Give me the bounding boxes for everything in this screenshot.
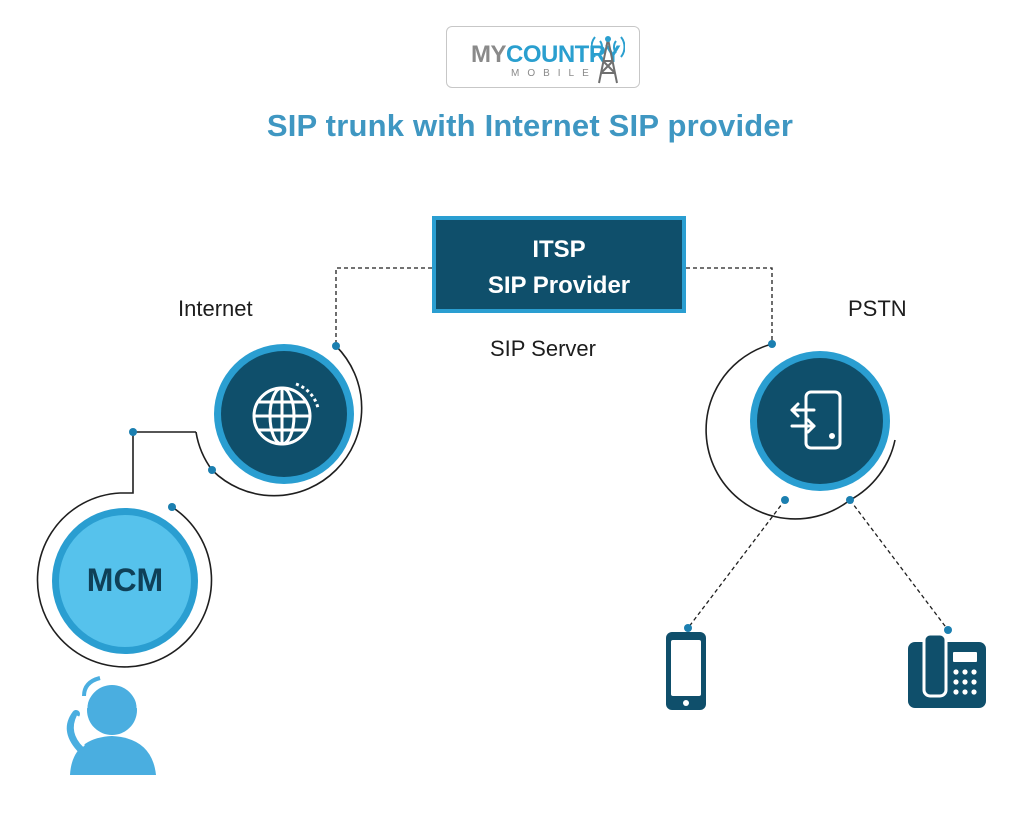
logo-word-mobile: MOBILE: [511, 68, 597, 79]
itsp-to-internet-connector: [335, 267, 432, 346]
mcm-node: [36, 492, 213, 668]
mobile-phone-icon: [666, 624, 706, 710]
company-logo: MYCOUNTRY MOBILE: [446, 26, 640, 88]
internet-label: Internet: [178, 296, 253, 321]
antenna-tower-icon: [591, 36, 625, 84]
itsp-to-pstn-connector: [686, 267, 773, 344]
internet-node: [129, 342, 363, 497]
globe-icon: [252, 382, 320, 446]
sip-server-label: SIP Server: [490, 336, 596, 361]
itsp-label: ITSP: [532, 236, 586, 263]
pstn-node: [705, 340, 896, 520]
diagram-title: SIP trunk with Internet SIP provider: [266, 108, 794, 143]
internet-to-mcm-connector: [120, 431, 196, 494]
itsp-sip-provider-box: ITSP SIP Provider: [432, 216, 686, 313]
desk-phone-icon: [908, 626, 986, 708]
user-headset-icon: [66, 676, 156, 775]
pstn-label: PSTN: [848, 296, 907, 321]
pstn-to-mobile-connector: [687, 499, 786, 629]
sip-provider-label: SIP Provider: [487, 272, 631, 299]
logo-word-my: MY: [471, 41, 507, 68]
pstn-to-deskphone-connector: [849, 499, 949, 631]
gateway-exchange-icon: [790, 390, 842, 450]
mcm-label: MCM: [86, 562, 164, 598]
